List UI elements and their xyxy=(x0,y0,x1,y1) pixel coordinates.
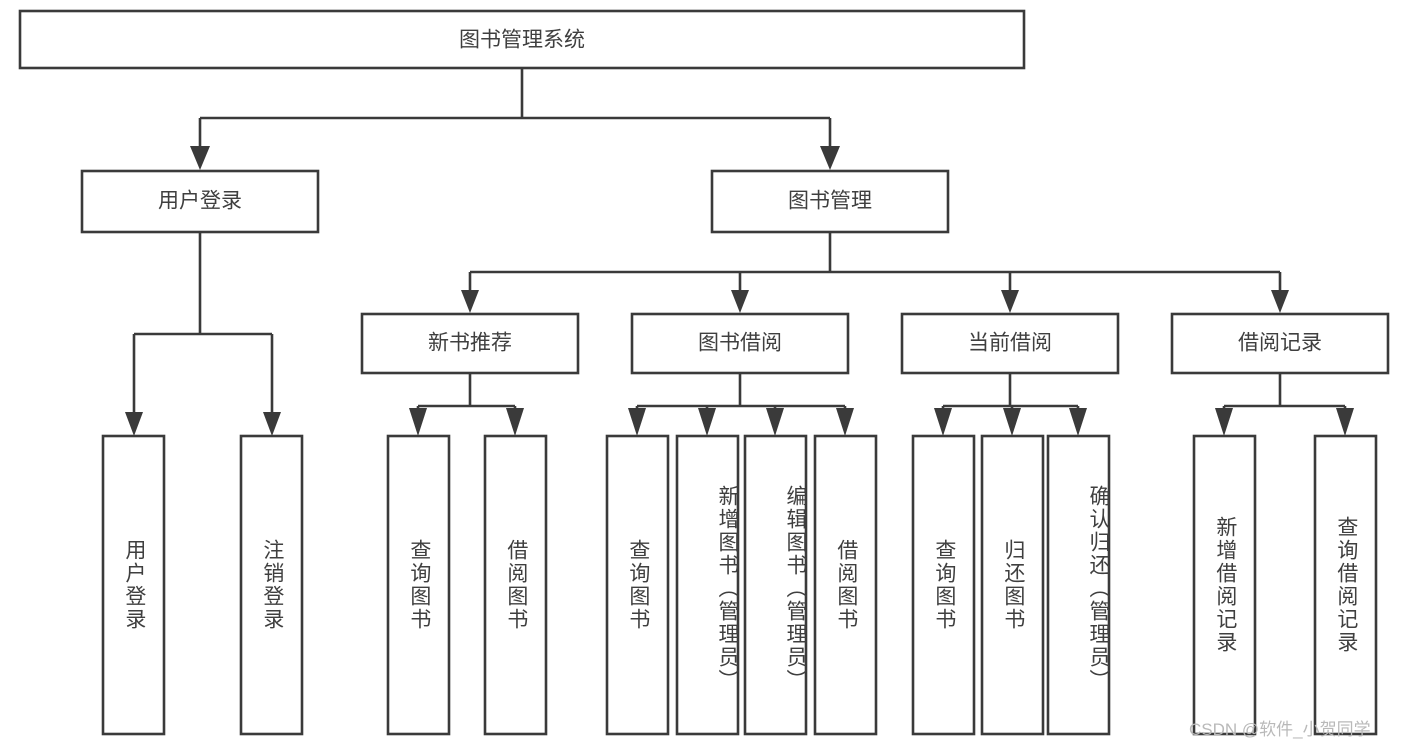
node-book-management[interactable] xyxy=(710,169,950,234)
node-leaf-nb-borrow-book-label: 借阅图书 xyxy=(504,539,528,631)
node-leaf-nb-borrow-book[interactable] xyxy=(483,434,548,736)
connector-group-borrow-record xyxy=(1215,373,1354,436)
arrow-head-book-borrow xyxy=(731,290,749,313)
node-user-login-label: 用户登录 xyxy=(158,190,242,213)
node-leaf-br-add-record-label: 新增借阅记录 xyxy=(1213,516,1237,654)
arrow-head-book-mgmt xyxy=(820,146,840,170)
arrow-head-cb-confirm xyxy=(1069,408,1087,436)
node-leaf-nb-query-book[interactable] xyxy=(386,434,451,736)
node-leaf-cb-confirm-return[interactable] xyxy=(1046,434,1111,736)
node-leaf-user-login-label: 用户登录 xyxy=(122,539,146,631)
node-leaf-bb-borrow-book-label: 借阅图书 xyxy=(834,539,858,631)
arrow-head-bb-add xyxy=(698,408,716,436)
connector-group-root xyxy=(190,68,840,170)
connector-group-book-borrow xyxy=(628,373,854,436)
arrow-head-bb-query xyxy=(628,408,646,436)
node-borrow-record-label: 借阅记录 xyxy=(1238,332,1322,355)
node-leaf-logout[interactable] xyxy=(239,434,304,736)
connector-group-current-borrow xyxy=(934,373,1087,436)
node-current-borrow[interactable] xyxy=(900,312,1120,375)
node-leaf-bb-add-book-label: 新增图书（管理员） xyxy=(716,484,739,692)
node-leaf-br-query-record[interactable] xyxy=(1313,434,1378,736)
arrow-head-bb-edit xyxy=(766,408,784,436)
arrow-head-nb-query xyxy=(409,408,427,436)
node-user-login[interactable] xyxy=(80,169,320,234)
arrow-head-nb-borrow xyxy=(506,408,524,436)
node-book-borrow-label: 图书借阅 xyxy=(698,332,782,355)
arrow-head-cb-return xyxy=(1003,408,1021,436)
node-leaf-bb-borrow-book[interactable] xyxy=(813,434,878,736)
node-leaf-br-add-record[interactable] xyxy=(1192,434,1257,736)
arrow-head-user-login xyxy=(190,146,210,170)
node-leaf-bb-query-book-label: 查询图书 xyxy=(626,539,650,631)
connector-group-new-book xyxy=(409,373,524,436)
watermark-text: CSDN @软件_小贺同学 xyxy=(1189,720,1371,739)
node-new-book-recommend[interactable] xyxy=(360,312,580,375)
node-leaf-cb-query-book[interactable] xyxy=(911,434,976,736)
node-leaf-cb-return-book[interactable] xyxy=(980,434,1045,736)
node-borrow-record[interactable] xyxy=(1170,312,1390,375)
node-leaf-bb-edit-book[interactable] xyxy=(743,434,808,736)
arrow-head-br-add xyxy=(1215,408,1233,436)
node-leaf-bb-query-book[interactable] xyxy=(605,434,670,736)
arrow-head-bb-borrow xyxy=(836,408,854,436)
node-leaf-logout-label: 注销登录 xyxy=(260,539,284,631)
node-leaf-br-query-record-label: 查询借阅记录 xyxy=(1334,516,1358,654)
node-leaf-bb-edit-book-label: 编辑图书（管理员） xyxy=(784,484,807,692)
node-root[interactable] xyxy=(18,9,1026,70)
node-book-borrow[interactable] xyxy=(630,312,850,375)
arrow-head-borrow-record xyxy=(1271,290,1289,313)
connector-group-book-mgmt xyxy=(461,232,1289,313)
node-new-book-recommend-label: 新书推荐 xyxy=(428,332,512,355)
node-leaf-user-login[interactable] xyxy=(101,434,166,736)
node-leaf-nb-query-book-label: 查询图书 xyxy=(407,539,431,631)
node-current-borrow-label: 当前借阅 xyxy=(968,332,1052,355)
node-root-label: 图书管理系统 xyxy=(459,29,585,52)
node-leaf-cb-return-book-label: 归还图书 xyxy=(1001,539,1025,631)
arrow-head-leaf-logout xyxy=(263,412,281,436)
node-leaf-cb-query-book-label: 查询图书 xyxy=(932,539,956,631)
node-leaf-cb-confirm-return-label: 确认归还（管理员） xyxy=(1087,484,1110,692)
arrow-head-br-query xyxy=(1336,408,1354,436)
arrow-head-new-book xyxy=(461,290,479,313)
node-leaf-bb-add-book[interactable] xyxy=(675,434,740,736)
connector-group-user-login xyxy=(125,232,281,436)
arrow-head-current-borrow xyxy=(1001,290,1019,313)
node-book-management-label: 图书管理 xyxy=(788,190,872,213)
arrow-head-cb-query xyxy=(934,408,952,436)
arrow-head-leaf-user-login xyxy=(125,412,143,436)
